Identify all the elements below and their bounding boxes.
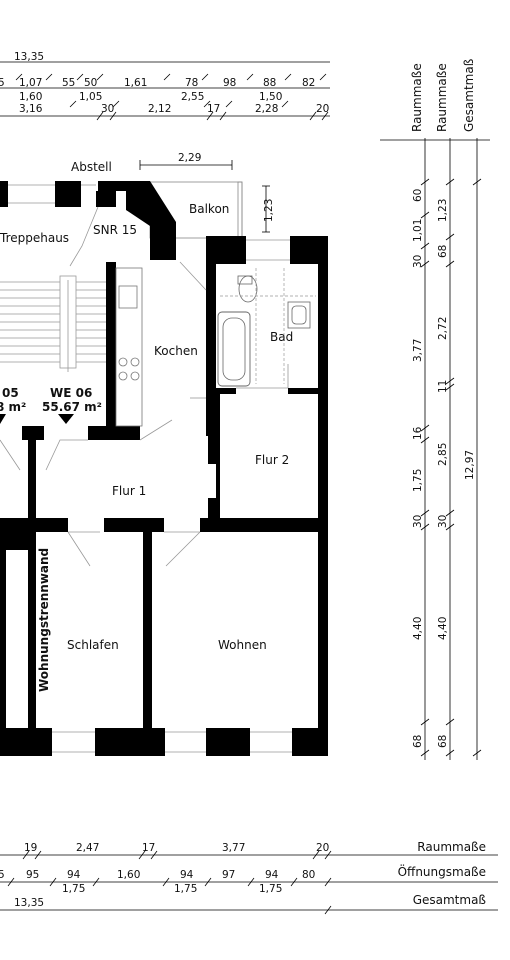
right-dim: 11	[437, 380, 449, 393]
right-dimensions: Raummaße Raummaße Gesamtmaß 60 1,01 30 3…	[380, 58, 490, 760]
room-bad: Bad	[270, 330, 293, 344]
top-dim: 2,55	[181, 91, 204, 103]
right-dim: 4,40	[412, 617, 424, 640]
bottom-total-dim: 13,35	[14, 897, 44, 909]
bottom-dim: 80	[302, 869, 315, 881]
bottom-dim: 94	[180, 869, 194, 881]
right-dim: 30	[412, 515, 424, 528]
walls	[0, 181, 328, 756]
room-flur1: Flur 1	[112, 484, 146, 498]
top-dim: 30	[101, 103, 114, 115]
top-dim: 78	[185, 77, 198, 89]
balkon-depth-dim: 1,23	[263, 199, 275, 222]
room-wohnungstrennwand: Wohnungstrennwand	[37, 548, 51, 692]
top-dim: 2,12	[148, 103, 171, 115]
right-dim: 1,01	[412, 219, 424, 242]
we05-label: 05	[2, 386, 19, 400]
room-labels: Abstell Balkon Treppehaus SNR 15 Kochen …	[0, 160, 293, 692]
bottom-dim: 20	[316, 842, 329, 854]
top-dim: 50	[84, 77, 97, 89]
bottom-dim: 1,75	[259, 883, 282, 895]
room-balkon: Balkon	[189, 202, 229, 216]
right-dim: 16	[412, 426, 424, 440]
bottom-dim: 2,47	[76, 842, 99, 854]
top-dim: 55	[62, 77, 75, 89]
bottom-dim: 17	[142, 842, 155, 854]
top-dim: 1,60	[19, 91, 42, 103]
top-dim: 5	[0, 77, 5, 89]
top-dim: 82	[302, 77, 315, 89]
top-dim: 98	[223, 77, 236, 89]
right-dim: 30	[412, 255, 424, 268]
bottom-label-gesamtmass: Gesamtmaß	[413, 893, 487, 907]
bottom-label-raummasse: Raummaße	[417, 840, 486, 854]
right-dim: 1,23	[437, 199, 449, 222]
right-total-dim: 12,97	[464, 450, 476, 480]
top-dim: 1,07	[19, 77, 42, 89]
room-flur2: Flur 2	[255, 453, 289, 467]
room-wohnen: Wohnen	[218, 638, 267, 652]
bottom-dimensions: 19 2,47 17 3,77 20 5 95 94 1,60 94 97 94…	[0, 840, 498, 915]
top-dim: 1,61	[124, 77, 147, 89]
stair	[0, 275, 106, 372]
bottom-dim: 97	[222, 869, 235, 881]
right-header-gesamtmass: Gesamtmaß	[462, 58, 476, 132]
right-dim: 30	[437, 515, 449, 528]
room-abstell: Abstell	[71, 160, 112, 174]
top-dim: 20	[316, 103, 329, 115]
right-dim: 4,40	[437, 617, 449, 640]
right-dim: 3,77	[412, 339, 424, 362]
right-header-raummasse: Raummaße	[410, 63, 424, 132]
top-total-dim: 13,35	[14, 51, 44, 63]
fixtures	[0, 267, 316, 427]
right-dim: 68	[437, 735, 449, 748]
bottom-dim: 95	[26, 869, 39, 881]
bottom-label-oeffnungsmasse: Öffnungsmaße	[398, 863, 486, 879]
top-dim: 3,16	[19, 103, 43, 115]
right-dim: 1,75	[412, 469, 424, 492]
we05-area: 8 m²	[0, 400, 26, 414]
right-header-raummasse: Raummaße	[435, 63, 449, 132]
we06-marker-icon	[58, 414, 74, 424]
we05-marker-icon	[0, 414, 6, 424]
balkon-width-dim: 2,29	[178, 152, 201, 164]
we06-area: 55.67 m²	[42, 400, 102, 414]
room-schlafen: Schlafen	[67, 638, 119, 652]
we06-label: WE 06	[50, 386, 92, 400]
right-dim: 2,85	[437, 443, 449, 466]
bottom-dim: 5	[0, 869, 5, 881]
top-dim: 17	[207, 103, 220, 115]
right-dim: 68	[412, 735, 424, 748]
right-dim: 2,72	[437, 317, 449, 340]
bottom-dim: 94	[265, 869, 279, 881]
top-dim: 1,05	[79, 91, 102, 103]
top-dim: 88	[263, 77, 276, 89]
room-kochen: Kochen	[154, 344, 198, 358]
room-snr: SNR 15	[93, 223, 137, 237]
balkon: 2,29 1,23	[139, 152, 275, 239]
bottom-dim: 1,60	[117, 869, 140, 881]
right-dim: 60	[412, 189, 424, 202]
top-dimensions: 13,35 5 1,07 55 50 1,61 78 98 88 82 1,60…	[0, 51, 330, 121]
top-dim: 1,50	[259, 91, 282, 103]
right-dim: 68	[437, 245, 449, 258]
bottom-dim: 1,75	[62, 883, 85, 895]
doors	[0, 206, 289, 567]
bottom-dim: 19	[24, 842, 37, 854]
bottom-dim: 1,75	[174, 883, 197, 895]
top-dim: 2,28	[255, 103, 278, 115]
room-treppenhaus: Treppehaus	[0, 231, 69, 245]
bottom-dim: 3,77	[222, 842, 245, 854]
bottom-dim: 94	[67, 869, 81, 881]
